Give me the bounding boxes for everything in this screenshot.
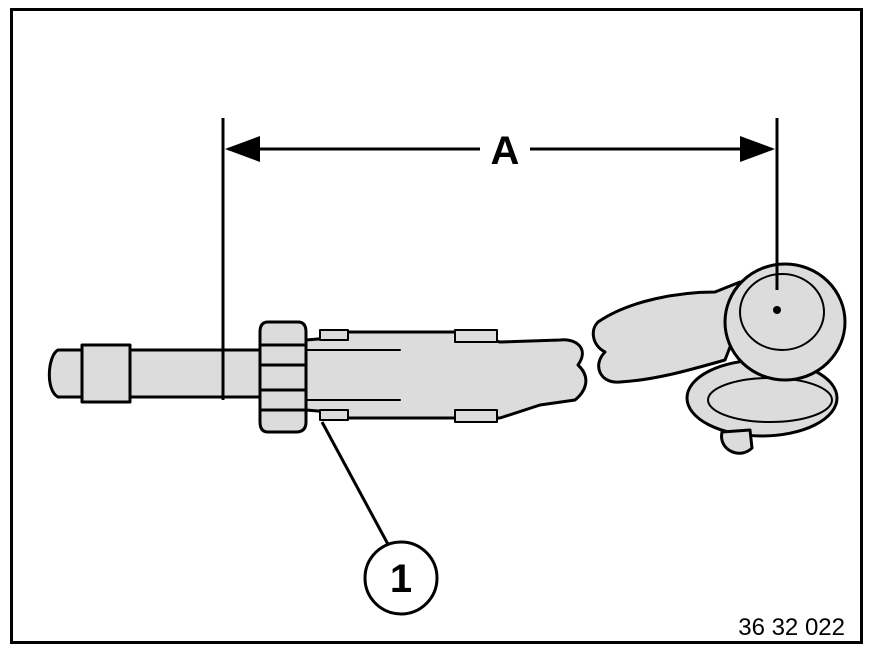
joint-center-point bbox=[773, 306, 781, 314]
rod-end-cap bbox=[47, 348, 84, 399]
joint-arm bbox=[591, 280, 750, 384]
rod-shaft bbox=[128, 348, 267, 399]
callout-circle bbox=[363, 540, 439, 616]
dimension-label: A bbox=[480, 128, 530, 174]
figure-code: 36 32 022 bbox=[738, 614, 845, 641]
ball-stud-tip bbox=[720, 428, 754, 455]
callout-leader-line bbox=[320, 421, 392, 549]
lock-nut bbox=[258, 320, 308, 434]
rod-thread-section bbox=[80, 343, 132, 404]
dimension-arrow-right bbox=[740, 136, 775, 162]
dimension-arrow-left bbox=[225, 136, 260, 162]
tie-rod-end-body bbox=[304, 330, 588, 420]
callout-number: 1 bbox=[389, 557, 413, 601]
